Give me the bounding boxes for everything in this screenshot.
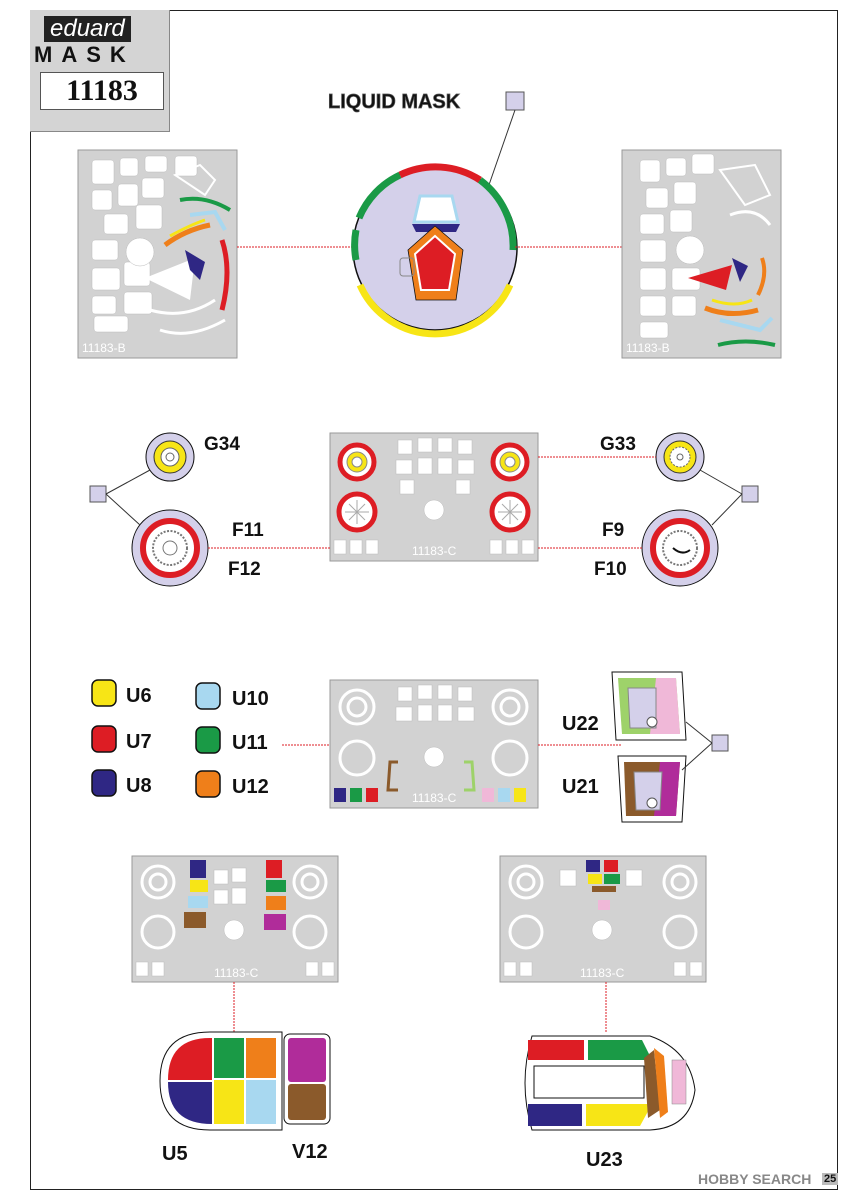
label-g34: G34 — [204, 434, 240, 455]
sheet-c-u5-code: 11183-C — [214, 966, 259, 980]
sheet-c-wheels-code: 11183-C — [412, 544, 457, 558]
sheet-c-u23-code: 11183-C — [580, 966, 625, 980]
label-u11: U11 — [232, 732, 268, 754]
swatch-u7 — [91, 725, 117, 753]
label-u22: U22 — [562, 713, 599, 735]
swatch-u10 — [195, 682, 221, 710]
brand-mask-logo: MASK — [34, 42, 135, 67]
label-v12: V12 — [292, 1141, 328, 1163]
label-u23: U23 — [586, 1149, 623, 1171]
page-number: 25 — [822, 1173, 839, 1185]
swatch-left-wheels — [89, 485, 107, 503]
sheet-c-legend-code: 11183-C — [412, 791, 457, 805]
swatch-u21-u22 — [711, 734, 729, 752]
label-f12: F12 — [228, 559, 261, 580]
sheet-b-right-code: 11183-B — [626, 341, 670, 355]
label-f10: F10 — [594, 559, 627, 580]
label-g33: G33 — [600, 434, 636, 455]
wheel-f11-f12 — [131, 509, 209, 587]
label-u7: U7 — [126, 731, 152, 753]
wheel-g34 — [145, 432, 195, 482]
page-frame — [30, 10, 838, 1190]
liquid-mask-swatch — [505, 91, 525, 111]
swatch-u12 — [195, 770, 221, 798]
label-u21: U21 — [562, 776, 599, 798]
wheel-f9-f10 — [641, 509, 719, 587]
panel-u21 — [617, 755, 687, 823]
sheet-c-u23: 11183-C — [499, 855, 707, 983]
panel-v12 — [283, 1033, 331, 1125]
wheel-g33 — [655, 432, 705, 482]
sheet-c-legend: 11183-C — [329, 679, 539, 809]
sheet-c-wheels: 11183-C — [329, 432, 539, 562]
product-code: 11183 — [40, 72, 164, 110]
swatch-right-wheels — [741, 485, 759, 503]
liquid-mask-label: LIQUID MASK — [328, 91, 461, 113]
swatch-u6 — [91, 679, 117, 707]
sheet-b-left-code: 11183-B — [82, 341, 126, 355]
label-u8: U8 — [126, 775, 152, 797]
canopy-center — [351, 163, 518, 338]
color-legend — [91, 679, 221, 798]
hobby-search-watermark: HOBBY SEARCH — [698, 1171, 812, 1187]
label-u6: U6 — [126, 685, 152, 707]
label-f9: F9 — [602, 520, 624, 541]
hood-u5 — [159, 1031, 283, 1131]
label-u12: U12 — [232, 776, 269, 798]
label-u10: U10 — [232, 688, 269, 710]
sheet-b-right: 11183-B — [621, 149, 782, 359]
canopy-u23 — [524, 1035, 696, 1131]
sheet-c-u5: 11183-C — [131, 855, 339, 983]
sheet-b-left: 11183-B — [77, 149, 238, 359]
brand-eduard-logo: eduard — [44, 16, 131, 42]
label-f11: F11 — [232, 520, 264, 541]
label-u5: U5 — [162, 1143, 188, 1165]
panel-u22 — [611, 671, 687, 741]
swatch-u8 — [91, 769, 117, 797]
swatch-u11 — [195, 726, 221, 754]
